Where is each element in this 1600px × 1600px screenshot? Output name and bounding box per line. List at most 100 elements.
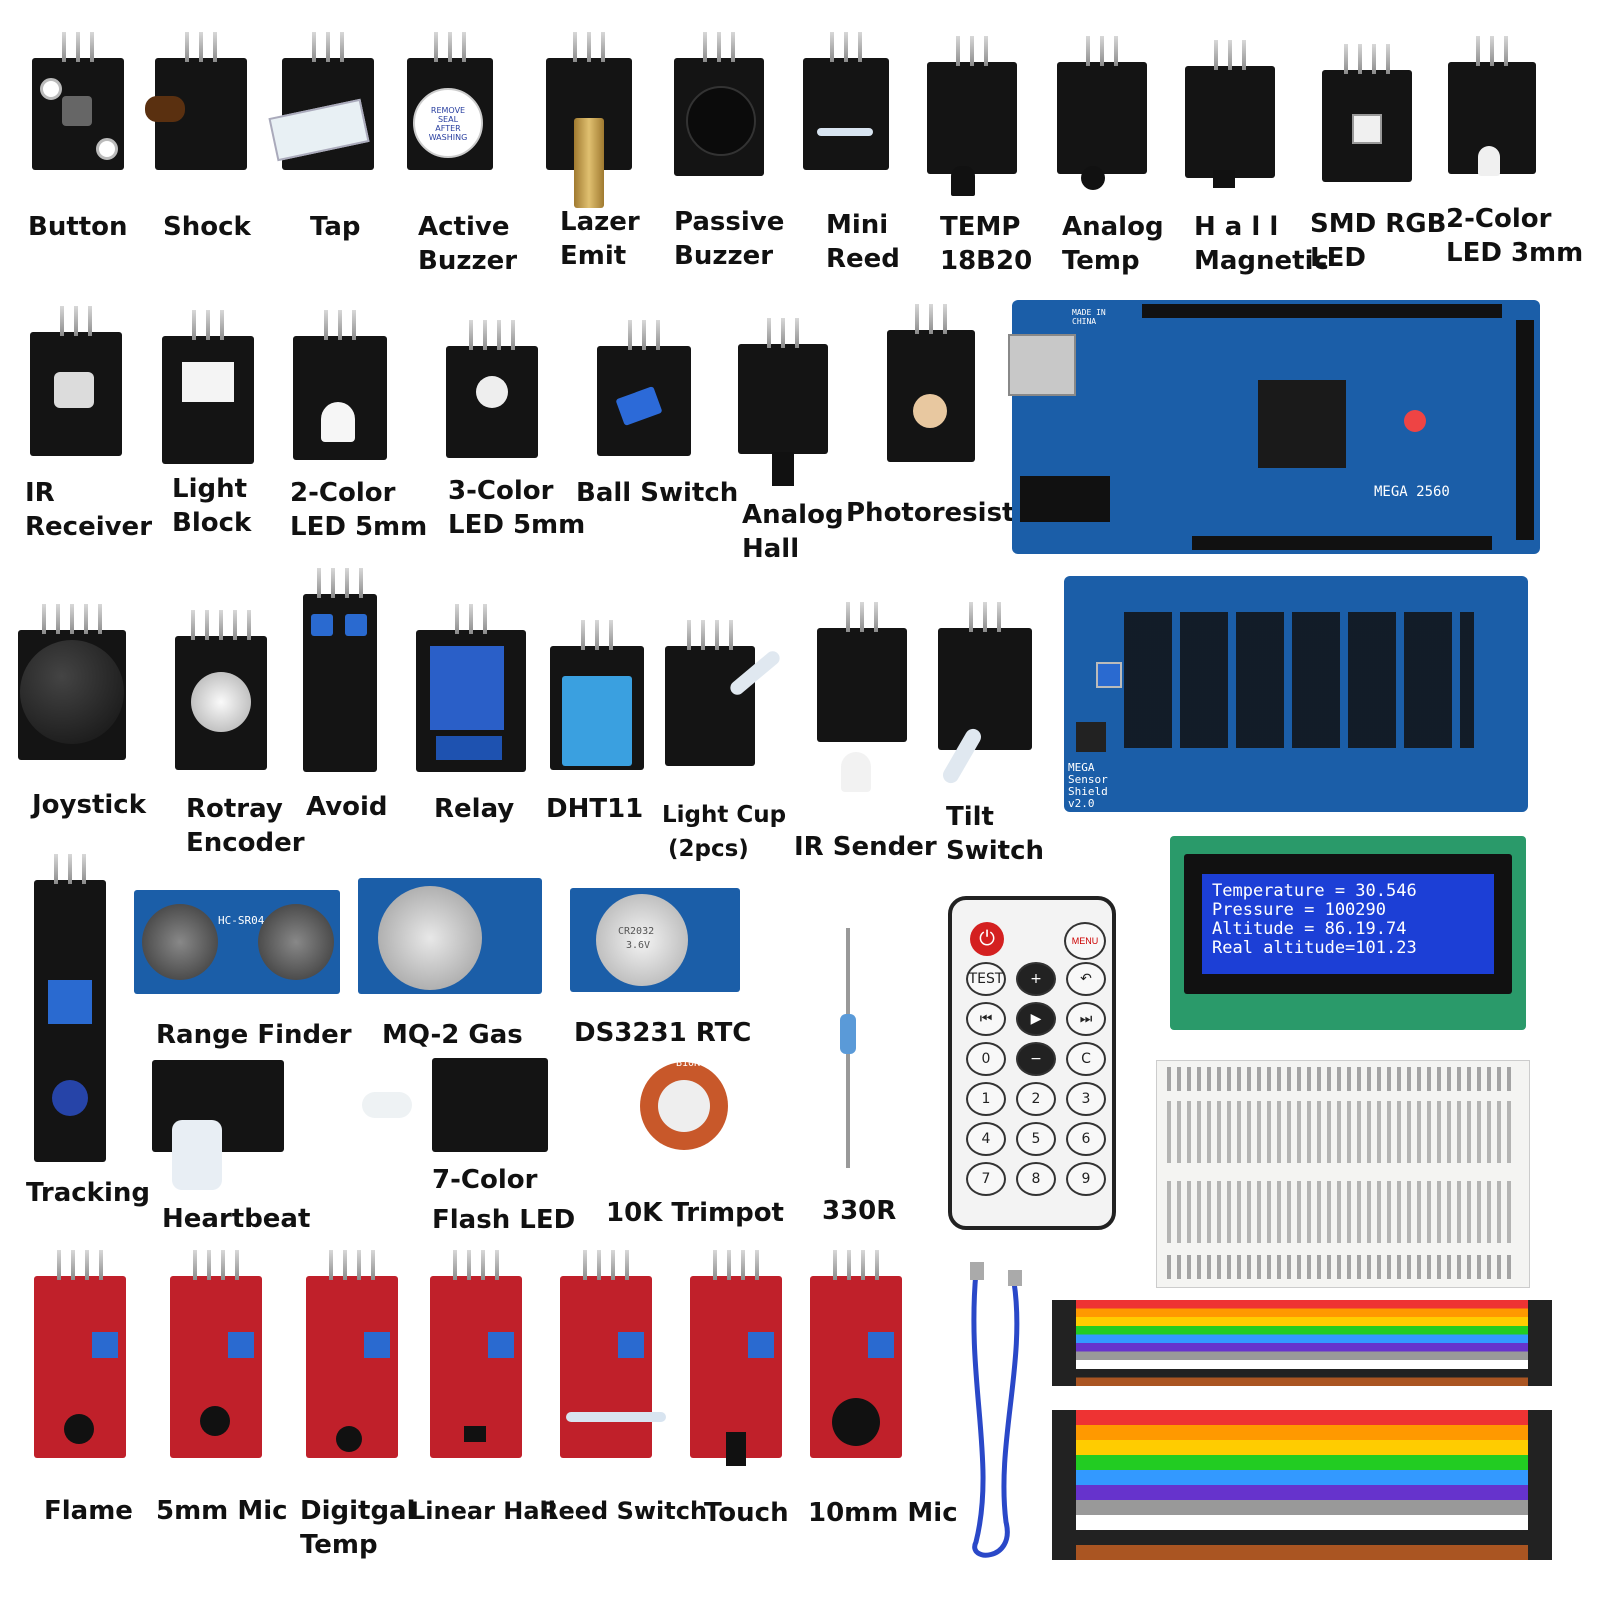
remote-key: 4: [966, 1122, 1006, 1156]
remote-key: 0: [966, 1042, 1006, 1076]
label-mic-5mm: 5mm Mic: [156, 1496, 288, 1526]
label-shock: Shock: [163, 212, 251, 242]
made-in-label: MADE IN CHINA: [1072, 308, 1106, 326]
two-color-5mm-module: [293, 310, 387, 460]
module-board: [358, 878, 542, 994]
module-board: HC-SR04: [134, 890, 340, 994]
remote-key: 2: [1016, 1082, 1056, 1116]
touch-module: [690, 1250, 782, 1466]
remote-key: ⏭: [1066, 1002, 1106, 1036]
module-board: [887, 304, 975, 462]
trimpot: [748, 1332, 774, 1358]
power-rail: [1167, 1255, 1517, 1279]
trimpot-knob: [658, 1080, 710, 1132]
digital-temp-module: [306, 1250, 398, 1458]
label-photoresistor: Photoresistor: [846, 498, 1046, 528]
terminal-block: [436, 736, 502, 760]
range-finder-module: HC-SR04: [134, 890, 340, 994]
module-board: [152, 1060, 284, 1190]
smd-led: [1352, 114, 1382, 144]
label-joystick: Joystick: [32, 790, 147, 820]
hall-sensor: [464, 1426, 486, 1442]
sticker-text: SEAL: [437, 115, 459, 124]
microcontroller-chip: [1258, 380, 1346, 468]
rtc-module: CR2032 3.6V: [570, 888, 770, 992]
label-trimpot: 10K Trimpot: [606, 1198, 784, 1228]
module-board: [30, 306, 122, 456]
module-board: REMOVE SEAL AFTER WASHING: [407, 32, 493, 170]
reed-glass: [566, 1412, 666, 1422]
led-5mm: [321, 402, 355, 442]
module-board: [34, 1250, 126, 1458]
rgb-led: [476, 376, 508, 408]
label-ds3231-rtc: DS3231 RTC: [574, 1018, 752, 1048]
mega-2560-board: MEGA 2560 MADE IN CHINA: [1008, 300, 1540, 554]
trimpot-10k: B10K: [636, 1058, 732, 1188]
temp-18b20-module: [927, 36, 1017, 196]
tilt-sensor: [940, 726, 984, 786]
hall-sensor: [1213, 170, 1235, 188]
joystick-module: [18, 604, 126, 760]
module-board: [560, 1250, 666, 1458]
ultrasonic-transducer: [142, 904, 218, 980]
rotary-encoder-module: [175, 610, 267, 770]
microphone: [832, 1398, 880, 1446]
module-board: [446, 320, 538, 458]
heartbeat-led: [172, 1120, 222, 1190]
module-board: CR2032 3.6V: [570, 888, 740, 992]
flash-led: [362, 1092, 412, 1118]
label-touch: Touch: [704, 1498, 789, 1528]
push-button: [62, 96, 92, 126]
module-board: [690, 1250, 782, 1466]
thermistor: [1081, 166, 1105, 190]
ball-switch-module: [597, 320, 691, 456]
mic-5mm-module: [170, 1250, 262, 1458]
module-board: [293, 310, 387, 460]
light-block-slot: [182, 362, 234, 402]
module-board: [738, 318, 828, 486]
light-cup-module: [665, 620, 783, 766]
label-light-cup: Light Cup(2pcs): [662, 802, 787, 862]
module-board: [546, 32, 632, 208]
lcd-line: Temperature = 30.546: [1212, 881, 1417, 901]
flame-module: [34, 1250, 126, 1458]
module-board: [32, 32, 124, 170]
module-board: [416, 604, 526, 772]
power-jack: [1020, 476, 1110, 522]
module-board: [550, 620, 644, 770]
menu-key: MENU: [1064, 922, 1106, 960]
hall-sensor: [772, 452, 794, 486]
board-pcb: MEGA Sensor Shield v2.0: [1064, 576, 1528, 812]
module-board: [170, 1250, 262, 1458]
reset-button: [1076, 722, 1106, 752]
label-button: Button: [28, 212, 128, 242]
buzzer: [686, 86, 756, 156]
remote-key: 7: [966, 1162, 1006, 1196]
ir-receiver-module: [30, 306, 122, 456]
gas-sensor: [378, 886, 482, 990]
usb-cable: [956, 1262, 1034, 1562]
mq2-gas-module: [358, 878, 542, 994]
wire-bundle: [1052, 1410, 1552, 1560]
sensor-model: HC-SR04: [218, 914, 265, 927]
module-board: [175, 610, 267, 770]
microphone: [200, 1406, 230, 1436]
shock-sensor: [145, 96, 185, 122]
jumper-wires: [1052, 1300, 1552, 1560]
label-heartbeat: Heartbeat: [162, 1204, 311, 1234]
battery-voltage: 3.6V: [626, 940, 651, 951]
trimpot: [364, 1332, 390, 1358]
reed-glass: [817, 128, 873, 136]
module-board: [1057, 36, 1147, 190]
remote-key: 8: [1016, 1162, 1056, 1196]
label-reed-switch: Reed Switch: [540, 1497, 708, 1525]
photoresistor: [913, 394, 947, 428]
label-flame: Flame: [44, 1496, 133, 1526]
module-board: [303, 568, 377, 772]
